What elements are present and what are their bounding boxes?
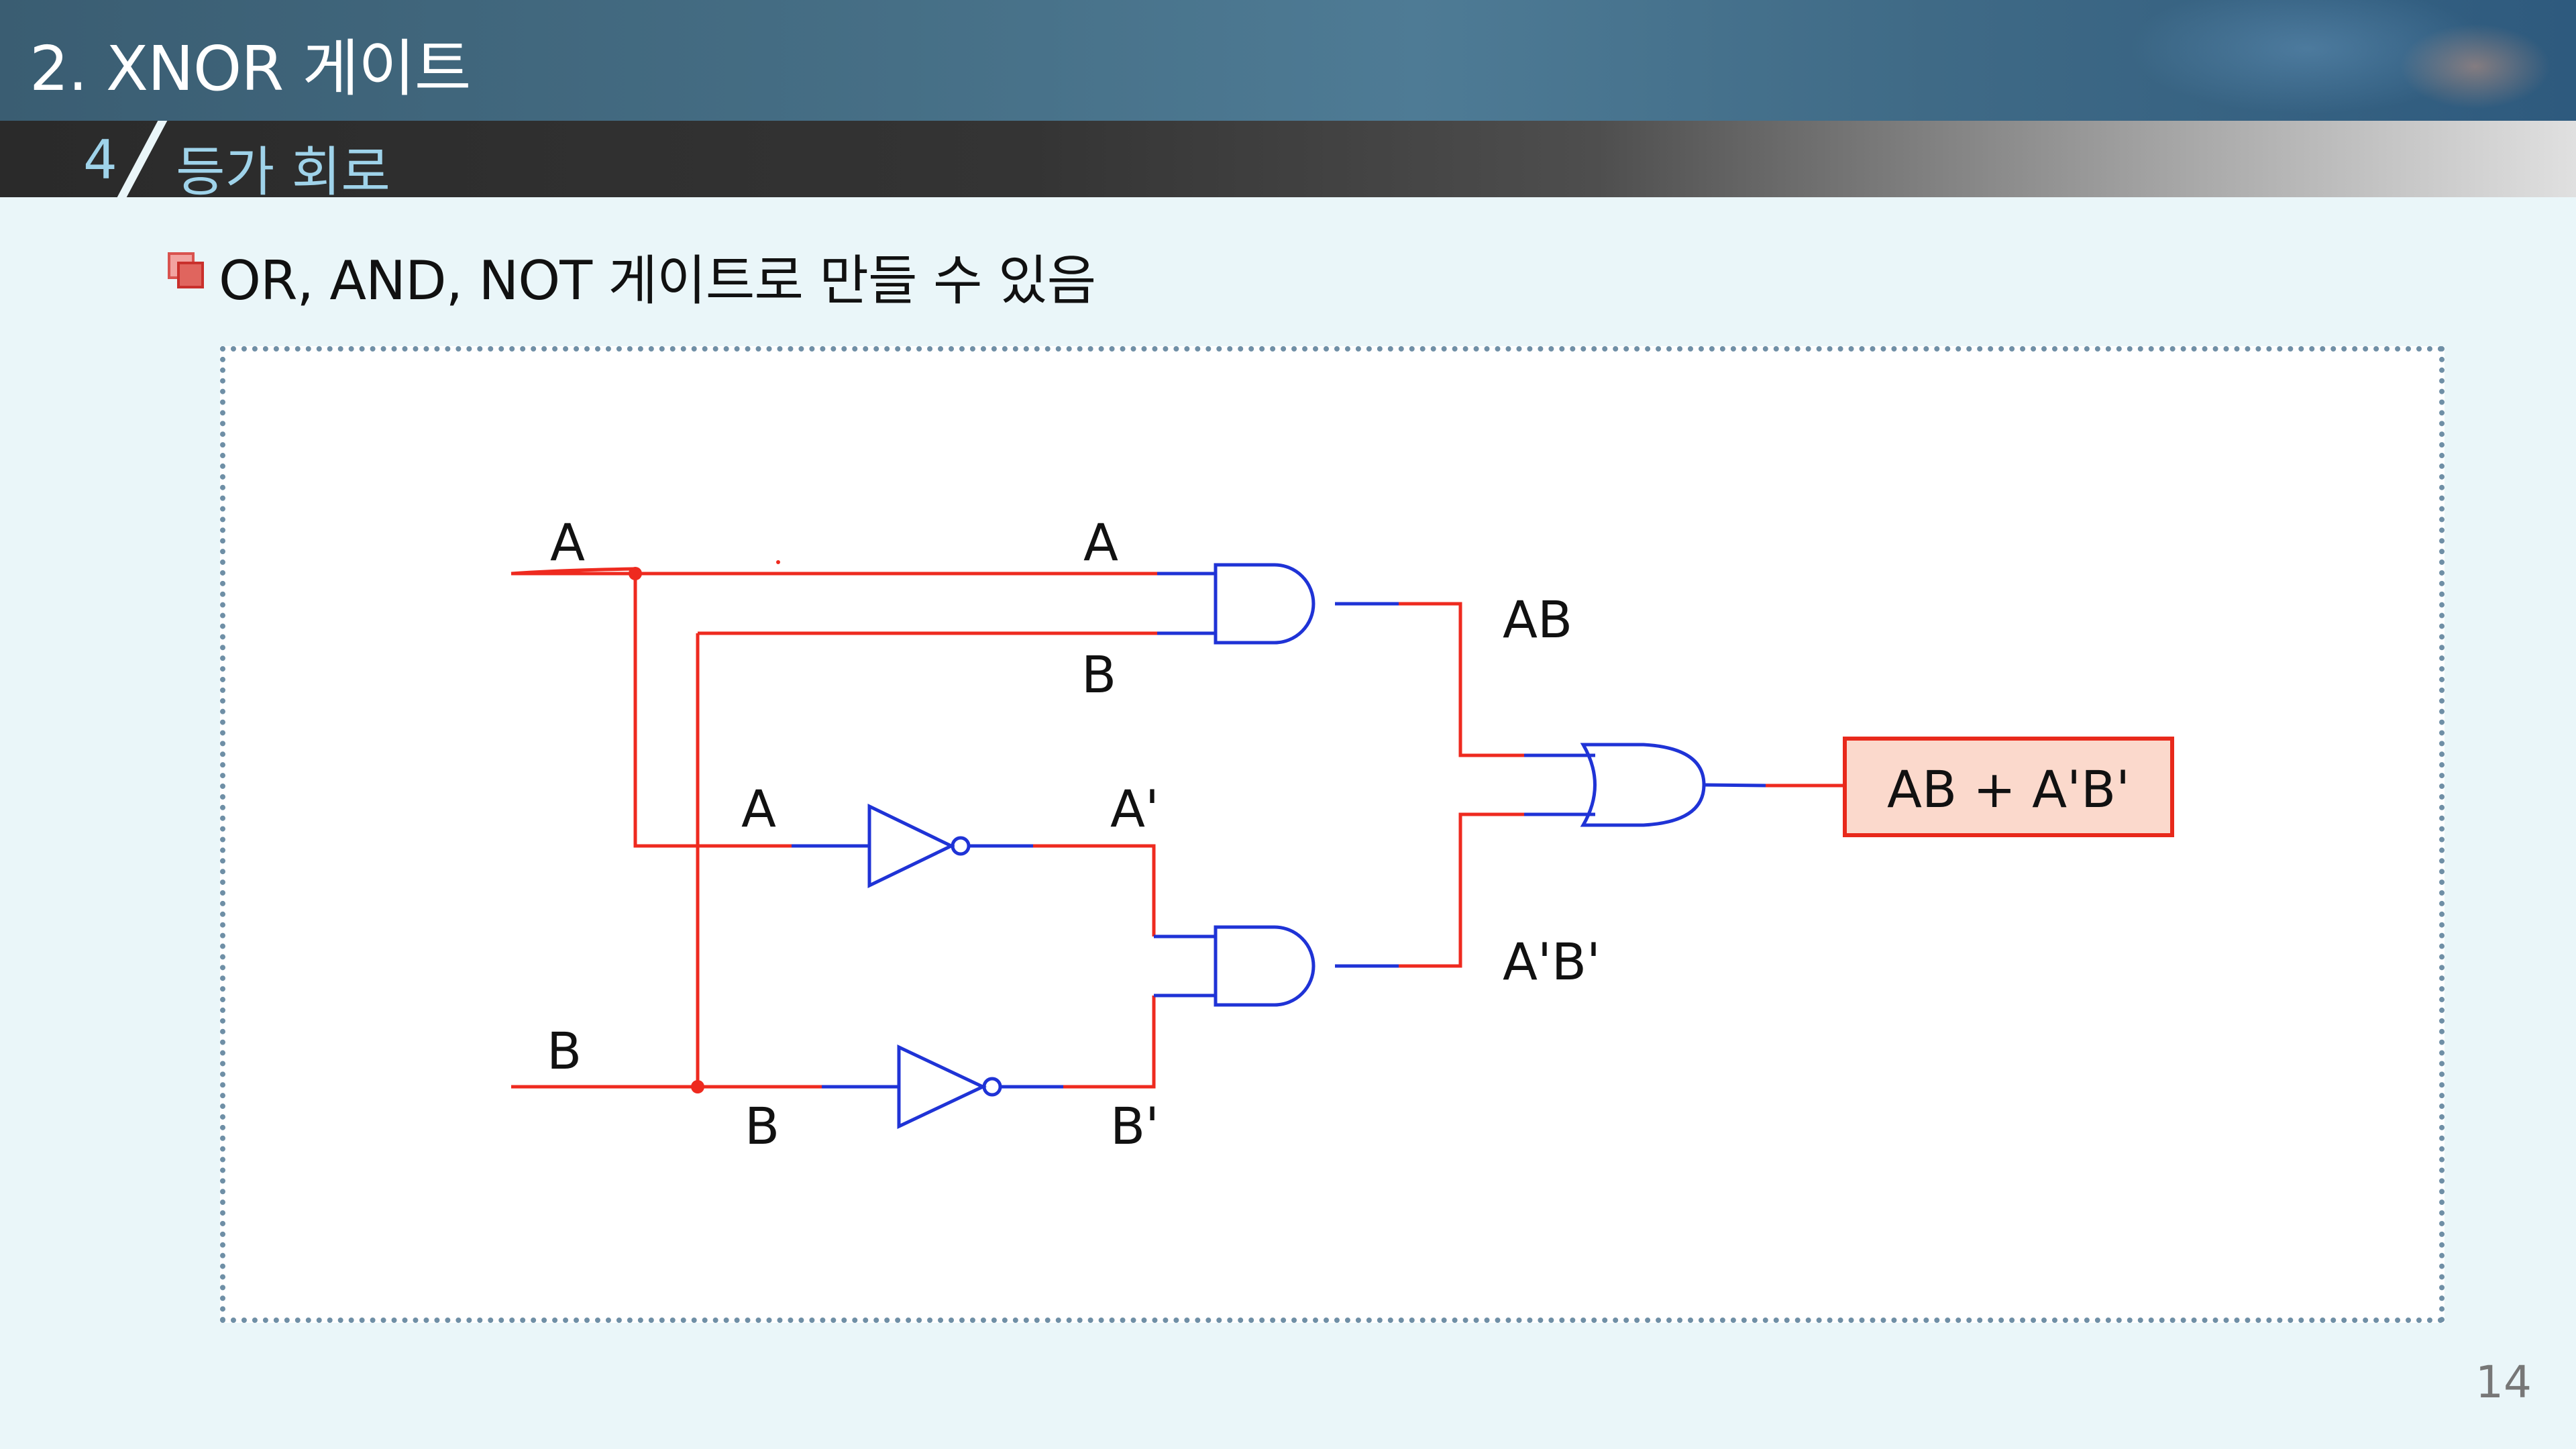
wire-b-vertical xyxy=(696,631,1157,1087)
label-and1-out: AB xyxy=(1503,590,1572,649)
wire-not-b-out xyxy=(1063,996,1156,1089)
wires xyxy=(511,567,1845,1089)
section-title: 등가 회로 xyxy=(176,141,390,203)
label-not-a-in: A xyxy=(741,779,776,839)
bullet-text: OR, AND, NOT 게이트로 만들 수 있음 xyxy=(219,250,1096,312)
section-bar xyxy=(0,121,2576,197)
wire-a-vertical xyxy=(633,574,792,848)
junction-a xyxy=(629,567,642,580)
stray-dot xyxy=(776,560,780,564)
label-and1-in-b: B xyxy=(1081,645,1116,704)
not-gate-b xyxy=(822,1044,1063,1129)
label-result: AB + A'B' xyxy=(1887,759,2130,819)
page-number: 14 xyxy=(2475,1356,2532,1408)
slide-title: 2. XNOR 게이트 xyxy=(30,33,471,105)
label-and2-out: A'B' xyxy=(1503,932,1601,991)
and-gate-1 xyxy=(1157,563,1399,645)
label-not-b-in: B xyxy=(745,1096,780,1156)
bullet-icon xyxy=(168,252,204,288)
result-box xyxy=(1843,737,2174,837)
label-not-a-out: A' xyxy=(1110,779,1159,839)
label-input-b: B xyxy=(547,1021,582,1081)
wire-and2-out xyxy=(1399,812,1524,968)
header-decoration xyxy=(1905,0,2576,121)
gates xyxy=(792,563,1766,1129)
not-gate-a xyxy=(792,804,1033,888)
wire-not-a-out xyxy=(1033,844,1156,936)
and-gate-2 xyxy=(1154,925,1399,1007)
wire-and1-out xyxy=(1399,602,1524,757)
label-not-b-out: B' xyxy=(1110,1096,1159,1156)
junction-b xyxy=(691,1080,704,1093)
title-bar: 2. XNOR 게이트 xyxy=(0,0,2576,121)
section-number: 4 xyxy=(83,129,117,191)
label-input-a: A xyxy=(550,513,585,572)
or-gate xyxy=(1524,743,1766,827)
wire-a-stub xyxy=(511,567,635,576)
label-and1-in-a: A xyxy=(1083,513,1118,572)
